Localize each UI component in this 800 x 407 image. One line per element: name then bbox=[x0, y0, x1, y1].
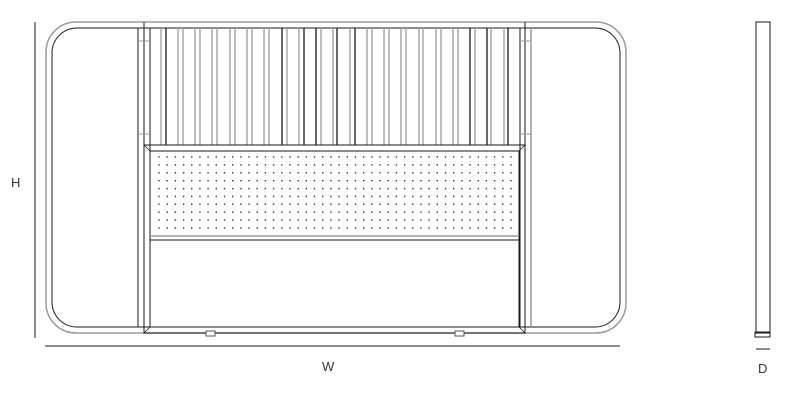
perforated-dot-grid bbox=[158, 156, 512, 229]
depth-label: D bbox=[758, 361, 768, 376]
side-elevation bbox=[754, 21, 771, 350]
left-foot bbox=[205, 330, 216, 337]
outer-frame bbox=[45, 21, 627, 334]
slat-section bbox=[144, 27, 525, 146]
height-label: H bbox=[11, 175, 21, 190]
perforated-panel-separator bbox=[150, 235, 519, 241]
width-label: W bbox=[322, 359, 335, 374]
right-foot bbox=[454, 330, 465, 337]
lower-panel-frame bbox=[143, 144, 526, 334]
